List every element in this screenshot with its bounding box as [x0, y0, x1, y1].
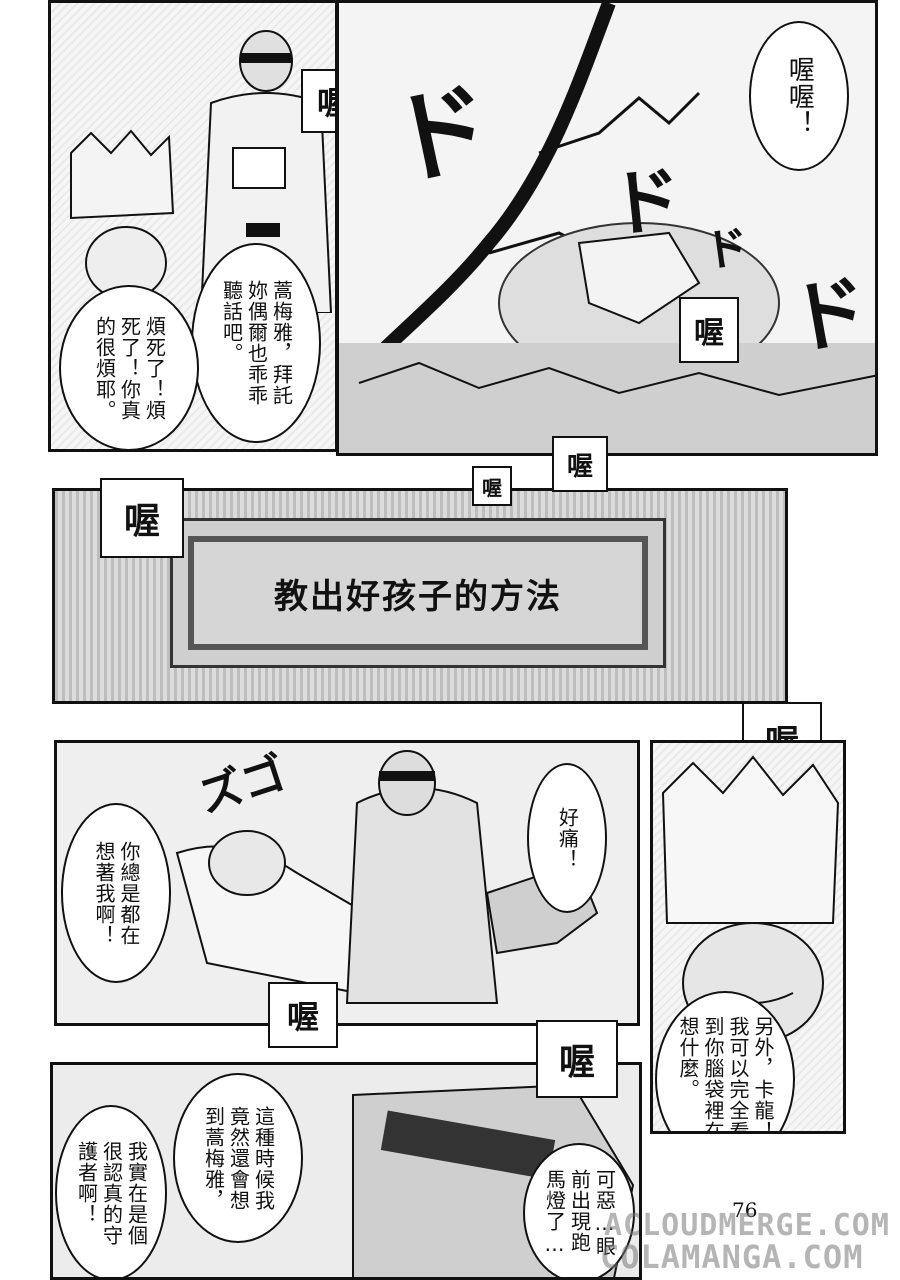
speech-priest-text: 蒿梅雅，拜託 妳偶爾也乖乖 聽話吧。 — [219, 280, 294, 406]
sfx-oh: 喔 — [301, 69, 335, 133]
sfx-oh-mid-text: 喔 — [694, 316, 724, 351]
sfx-oh-small: 喔 — [472, 466, 512, 506]
speech-bubble-thinking-me: 你總是都在 想著我啊！ — [61, 803, 171, 983]
sfx-oh-left: 喔 — [100, 478, 184, 558]
speech-bubble-guardian: 我實在是個 很認真的守 護者啊！ — [55, 1105, 167, 1277]
sign-plaque: 教出好孩子的方法 — [170, 518, 666, 668]
sfx-do-2: ド — [605, 156, 686, 248]
girl-figure — [70, 129, 175, 300]
speech-bubble-priest: 蒿梅雅，拜託 妳偶爾也乖乖 聽話吧。 — [191, 243, 321, 443]
sfx-oh-panel6: 喔 — [536, 1020, 618, 1098]
lightning-scene — [339, 3, 875, 453]
speech-bubble-karon: 另外，卡龍！ 我可以完全看 到你腦袋裡在 想什麼。 — [655, 991, 795, 1134]
panel-2: ド ド ド ド 喔喔！ 喔 — [336, 0, 878, 456]
sfx-oh-sign-top: 喔 — [552, 436, 608, 492]
sign-frame: 教出好孩子的方法 — [188, 536, 648, 650]
sfx-oh-panel6-text: 喔 — [558, 1042, 595, 1083]
speech-girl-text: 煩死了！煩 死了！你真 的很煩耶。 — [92, 315, 167, 421]
sfx-oh-mid: 喔 — [679, 297, 739, 363]
sfx-oh-sign-top-text: 喔 — [566, 451, 593, 482]
sign-title: 教出好孩子的方法 — [274, 576, 562, 617]
speech-thinking-me-text: 你總是都在 想著我啊！ — [92, 840, 141, 946]
speech-bubble-thinking-of: 這種時候我 竟然還會想 到蒿梅雅， — [173, 1073, 303, 1243]
sfx-oh-text: 喔 — [317, 78, 335, 124]
sfx-oh-bottom: 喔 — [268, 982, 338, 1048]
speech-bubble-girl: 煩死了！煩 死了！你真 的很煩耶。 — [59, 285, 199, 449]
sfx-oh-small-text: 喔 — [482, 475, 502, 500]
speech-guardian-text: 我實在是個 很認真的守 護者啊！ — [74, 1140, 149, 1246]
sfx-bubble-oh-oh: 喔喔！ — [749, 21, 849, 171]
speech-bubble-lantern: 可惡…眼 前出現跑 馬燈了… — [523, 1143, 635, 1277]
speech-lantern-text: 可惡…眼 前出現跑 馬燈了… — [542, 1169, 617, 1257]
panel-1: 喔 蒿梅雅，拜託 妳偶爾也乖乖 聽話吧。 煩死了！煩 死了！你真 的很煩耶。 — [48, 0, 338, 452]
sfx-oh-left-text: 喔 — [123, 501, 160, 542]
panel-4: 你總是都在 想著我啊！ 好痛！ ズゴ — [54, 740, 640, 1026]
speech-thinking-of-text: 這種時候我 竟然還會想 到蒿梅雅， — [201, 1105, 276, 1211]
sfx-do-3: ド — [701, 221, 752, 278]
speech-ouch-text: 好痛！ — [555, 806, 580, 870]
watermark-colamanga: COLAMANGA.COM — [600, 1238, 864, 1276]
sfx-oh-oh-text: 喔喔！ — [784, 55, 815, 137]
panel-6: 我實在是個 很認真的守 護者啊！ 這種時候我 竟然還會想 到蒿梅雅， 可惡…眼 … — [50, 1062, 642, 1280]
speech-bubble-ouch: 好痛！ — [527, 763, 607, 913]
watermark-acloudmerge: ACLOUDMERGE.COM — [604, 1208, 890, 1243]
sfx-oh-bottom-text: 喔 — [286, 998, 319, 1036]
speech-karon-text: 另外，卡龍！ 我可以完全看 到你腦袋裡在 想什麼。 — [676, 1016, 775, 1134]
page-number: 76 — [732, 1198, 758, 1222]
panel-5: 另外，卡龍！ 我可以完全看 到你腦袋裡在 想什麼。 — [650, 740, 846, 1134]
